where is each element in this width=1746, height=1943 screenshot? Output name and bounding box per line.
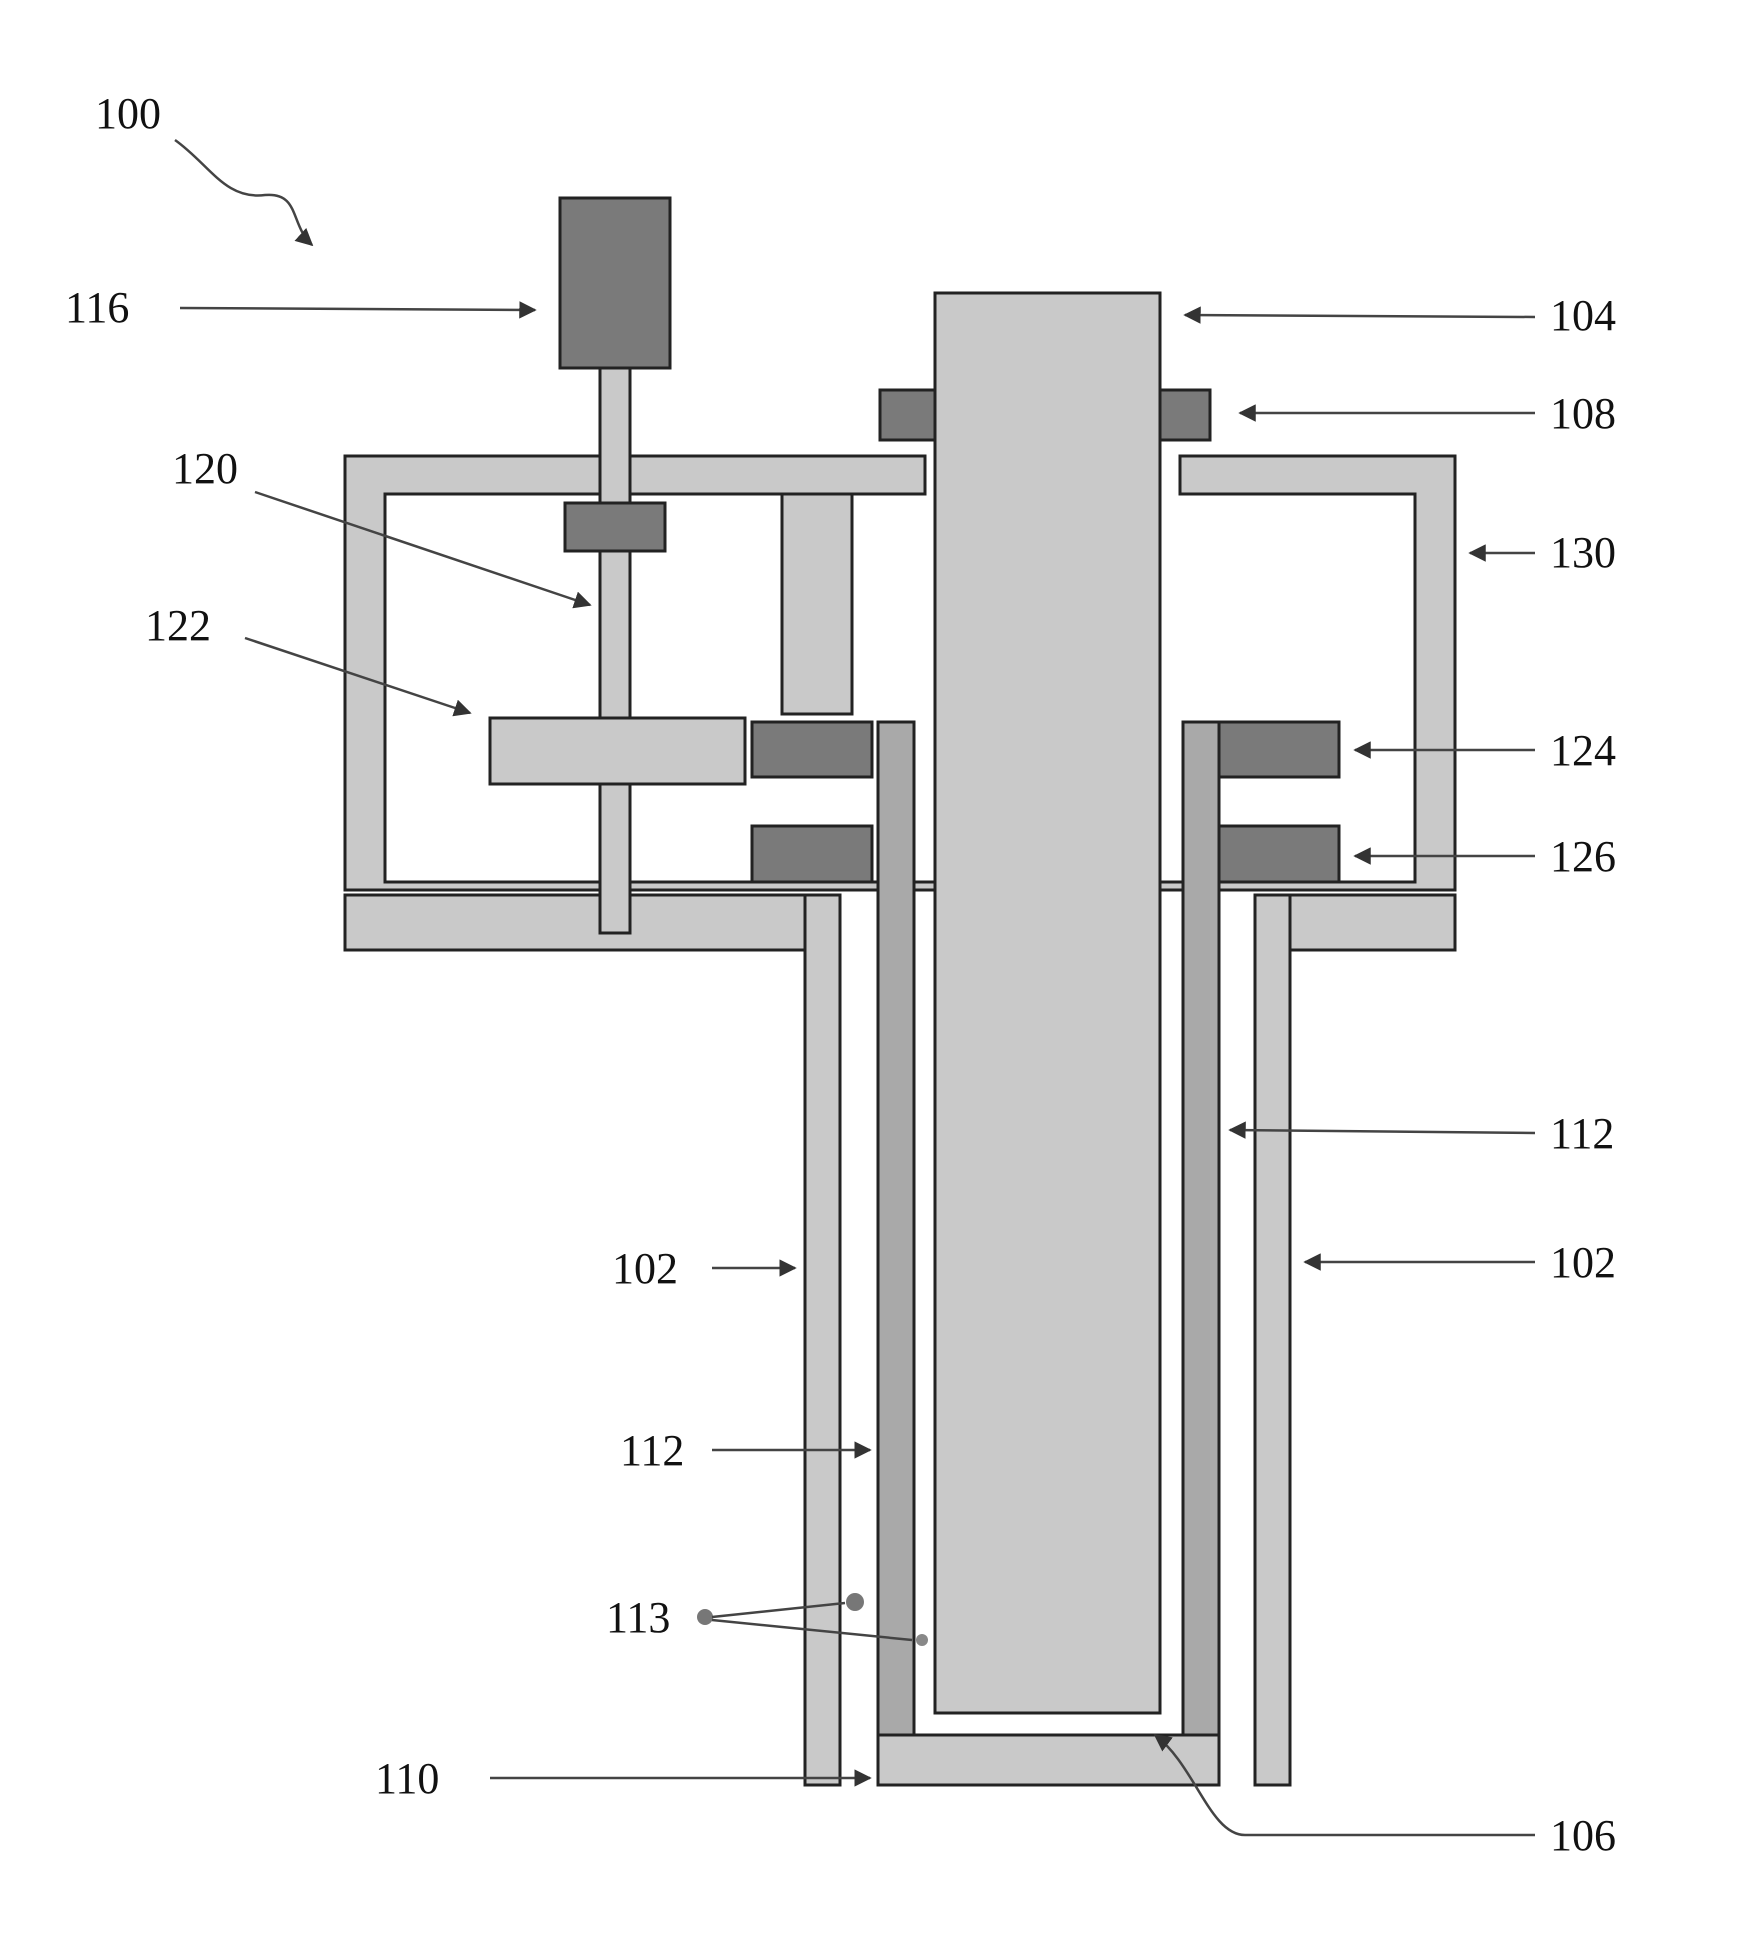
leader-116	[180, 308, 535, 310]
lower-ring-left	[752, 826, 872, 882]
particle	[846, 1593, 864, 1611]
label-inner-sleeve-right: 112	[1550, 1109, 1614, 1158]
motor-block	[560, 198, 670, 368]
drive-plate	[490, 718, 745, 784]
label-collar: 108	[1550, 389, 1616, 438]
shaft-bearing	[565, 503, 665, 551]
label-rod-top: 104	[1550, 291, 1616, 340]
label-plate: 122	[145, 601, 211, 650]
label-rod-bottom: 106	[1550, 1811, 1616, 1860]
inner-sleeve-right	[1183, 722, 1219, 1757]
outer-tube-right	[1255, 895, 1290, 1785]
label-shaft: 120	[172, 444, 238, 493]
upper-ring-right	[1219, 722, 1339, 777]
drive-shaft	[600, 368, 630, 933]
central-rod	[935, 293, 1160, 1713]
lower-ring-right	[1219, 826, 1339, 882]
label-lower-ring: 126	[1550, 832, 1616, 881]
label-figure-ref: 100	[95, 89, 161, 138]
label-gap: 110	[375, 1754, 439, 1803]
inner-sleeve-left	[878, 722, 914, 1757]
housing-arm	[782, 494, 852, 714]
label-inner-sleeve-left: 112	[620, 1426, 684, 1475]
label-particles: 113	[606, 1593, 670, 1642]
leader-100	[175, 140, 312, 245]
leader-120	[255, 492, 590, 605]
upper-ring-left	[752, 722, 872, 777]
collar-left	[880, 390, 935, 440]
label-outer-tube-right: 102	[1550, 1238, 1616, 1287]
label-housing: 130	[1550, 528, 1616, 577]
leader-104	[1185, 315, 1535, 317]
outer-tube-left	[805, 895, 840, 1785]
label-motor: 116	[65, 283, 129, 332]
particle	[697, 1609, 713, 1625]
label-upper-ring: 124	[1550, 726, 1616, 775]
collar-right	[1160, 390, 1210, 440]
particle	[916, 1634, 928, 1646]
label-outer-tube-left: 102	[612, 1244, 678, 1293]
base-flange-left	[345, 895, 805, 950]
inner-cup-bottom	[878, 1735, 1219, 1785]
